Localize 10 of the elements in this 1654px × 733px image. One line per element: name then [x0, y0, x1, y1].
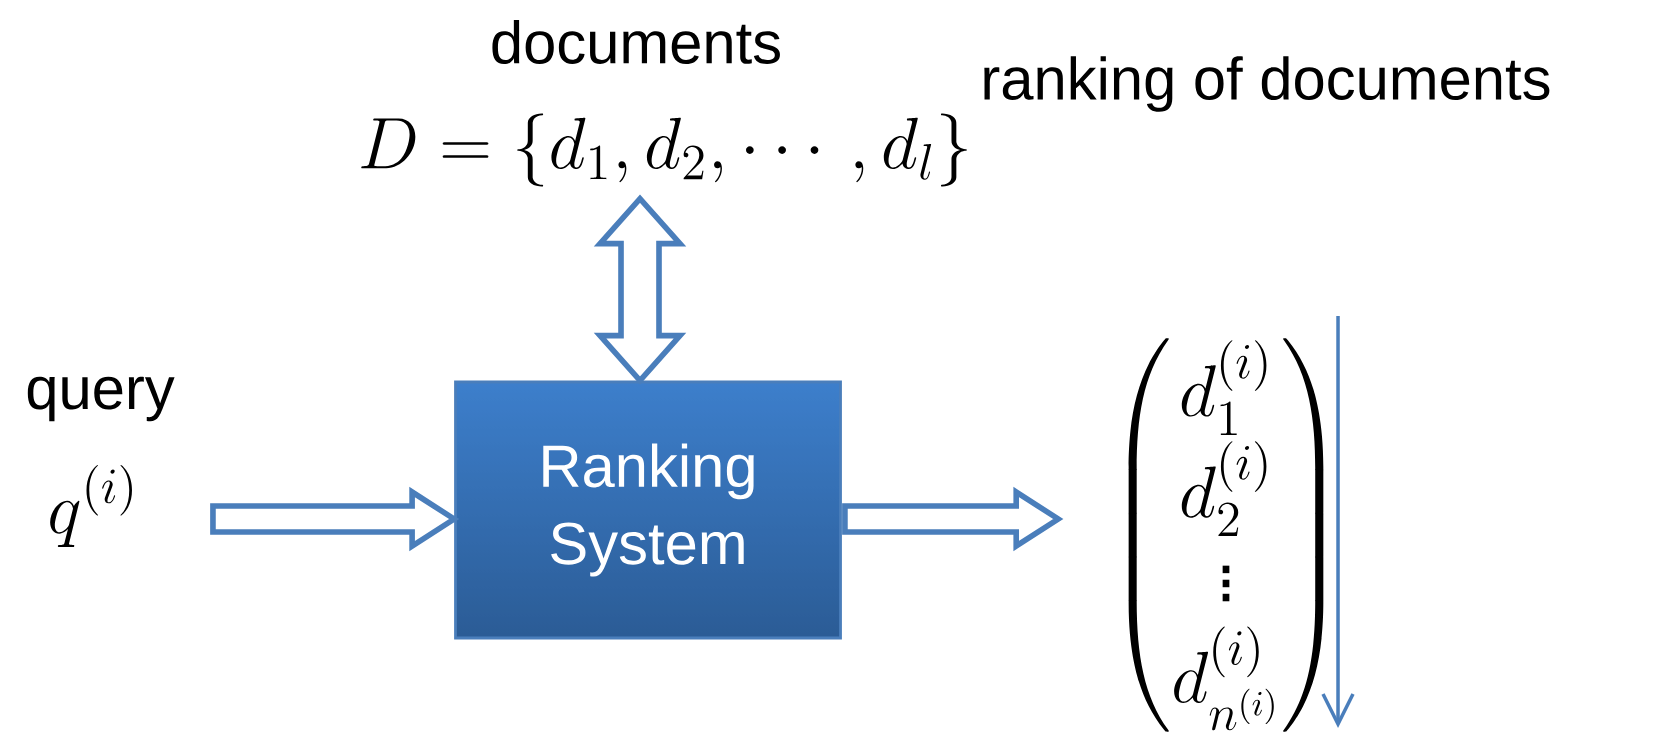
query-formula: $q^{(i)}$	[50, 464, 132, 548]
heading-text: ranking of documents	[984, 56, 1550, 112]
ranking-vector: $\begin{pmatrix} d_1^{(i)} \\ d_2^{(i)} \\ \vdots \\ d_{n^{(i)}}^{(i)} \end{pmatrix}$	[1128, 338, 1324, 732]
document-set-formula: $D=\left\{d_1,d_2,\cdots,d_l\right\}$	[361, 113, 967, 187]
process-box: Ranking System	[454, 380, 842, 640]
block-arrow	[210, 486, 460, 552]
block-arrow	[842, 486, 1064, 552]
heading-text: documents	[492, 20, 780, 64]
double-block-arrow	[593, 194, 687, 385]
heading-text: query	[27, 376, 175, 422]
